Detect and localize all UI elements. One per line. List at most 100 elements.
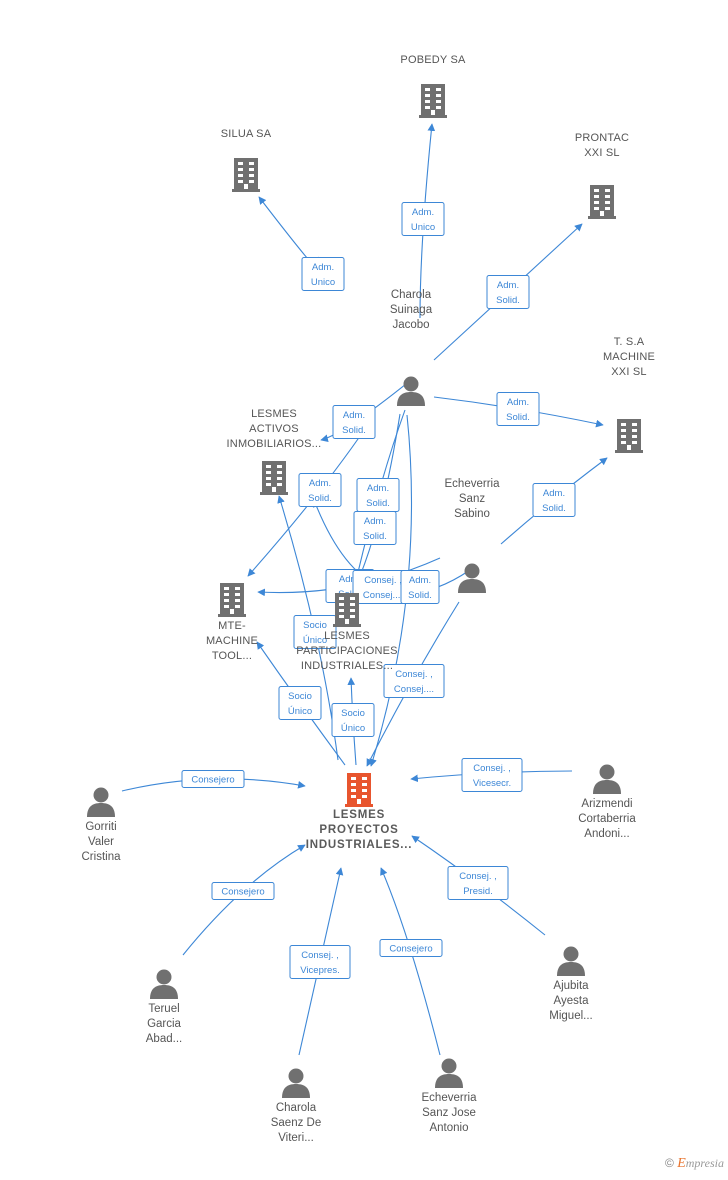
relation-label-box [496,392,540,426]
node-label: MTE- [218,620,246,632]
relation-label-text: Consej. , [301,950,339,961]
company-node-mte[interactable]: MTE-MACHINETOOL... [206,583,258,662]
relation-label-e21[interactable]: Consej. ,Vicepres. [289,945,351,979]
relation-label-text: Consejero [221,887,264,898]
building-icon [615,419,643,453]
node-label: Garcia [147,1018,181,1030]
node-label: Antonio [429,1122,468,1134]
node-label: INDUSTRIALES... [306,839,413,851]
person-icon [557,946,585,976]
person-node-teruel[interactable]: TeruelGarciaAbad... [146,969,182,1046]
relation-label-e18[interactable]: Consej. ,Vicesecr. [461,758,523,792]
company-node-silua[interactable]: SILUA SA [221,128,272,192]
node-label: Echeverria [422,1092,478,1104]
relation-label-box [331,703,375,737]
relation-label-e17[interactable]: Consejero [181,770,245,788]
relation-label-e1[interactable]: Adm.Unico [401,202,445,236]
company-node-pobedy[interactable]: POBEDY SA [400,54,466,118]
relation-label-box [401,202,445,236]
relation-label-e8[interactable]: Adm.Solid. [356,478,400,512]
relation-label-text: Presid. [463,886,493,897]
relation-label-text: Único [288,706,312,717]
relation-label-e7[interactable]: Adm.Solid. [298,473,342,507]
node-label: Abad... [146,1033,182,1045]
node-label: MACHINE [206,635,258,647]
relation-label-box [353,511,397,545]
relation-label-text: Solid. [363,531,387,542]
brand-logo-text: mpresia [685,1156,724,1170]
relation-label-e16[interactable]: Consej. ,Consej.... [383,664,445,698]
node-label: Sanz Jose [422,1107,476,1119]
relation-label-e19[interactable]: Consejero [211,882,275,900]
relation-label-text: Solid. [342,425,366,436]
relation-label-text: Consej. , [459,871,497,882]
relation-label-box [332,405,376,439]
relation-label-box [532,483,576,517]
relation-label-e6[interactable]: Adm.Solid. [532,483,576,517]
credit: © Empresia [665,1156,724,1172]
relation-label-e22[interactable]: Consejero [379,939,443,957]
relation-label-text: Vicesecr. [473,778,511,789]
building-icon [588,185,616,219]
relation-label-e12[interactable]: Adm.Solid. [400,570,440,604]
relation-label-text: Socio [341,708,365,719]
node-label: Jacobo [392,319,429,331]
edge-e22 [380,867,441,1056]
node-label: Miguel... [549,1010,592,1022]
person-icon [397,376,425,406]
relation-label-text: Solid. [366,498,390,509]
relation-label-e9[interactable]: Adm. Solid. [353,511,397,545]
relation-label-text: Consej.... [363,590,403,601]
relation-label-text: Adm. [364,516,386,527]
building-icon [345,773,373,807]
relation-label-box [486,275,530,309]
node-label: XXI SL [584,147,619,159]
relation-label-box [181,770,245,788]
relation-label-e5[interactable]: Adm.Solid. [496,392,540,426]
relation-label-e2[interactable]: Adm.Unico [301,257,345,291]
company-node-participaciones[interactable]: LESMESPARTICIPACIONESINDUSTRIALES... [296,593,398,672]
copyright-icon: © [665,1156,674,1170]
node-label: LESMES [324,630,370,642]
node-label: ACTIVOS [249,423,299,435]
relation-label-text: Adm. [543,488,565,499]
relation-label-text: Consej. , [395,669,433,680]
relation-label-box [278,686,322,720]
relation-label-e4[interactable]: Adm. Solid. [332,405,376,439]
company-node-main[interactable]: LESMESPROYECTOSINDUSTRIALES... [306,773,413,851]
relation-label-text: Adm. [497,280,519,291]
node-label: Charola [391,289,432,301]
node-label: Valer [88,836,114,848]
node-label: Cortaberria [578,813,636,825]
relation-label-e3[interactable]: Adm.Solid. [486,275,530,309]
relation-label-text: Adm. [343,410,365,421]
relation-label-text: Adm. [312,262,334,273]
person-icon [282,1068,310,1098]
relation-label-box [400,570,440,604]
person-node-ajubita[interactable]: AjubitaAyestaMiguel... [549,946,593,1023]
relation-label-box [211,882,275,900]
building-icon [218,583,246,617]
relation-label-text: Adm. [507,397,529,408]
building-icon [419,84,447,118]
node-label: LESMES [251,408,297,420]
node-label: Viteri... [278,1132,314,1144]
relation-label-e20[interactable]: Consej. , Presid. [447,866,509,900]
relation-label-text: Consej. , [364,575,402,586]
person-icon [435,1058,463,1088]
node-label: PROYECTOS [319,824,398,836]
company-node-activos[interactable]: LESMESACTIVOSINMOBILIARIOS... [227,408,322,495]
person-node-arizmendi[interactable]: ArizmendiCortaberriaAndoni... [578,764,636,841]
relation-label-text: Consejero [389,944,432,955]
node-label: Suinaga [390,304,433,316]
